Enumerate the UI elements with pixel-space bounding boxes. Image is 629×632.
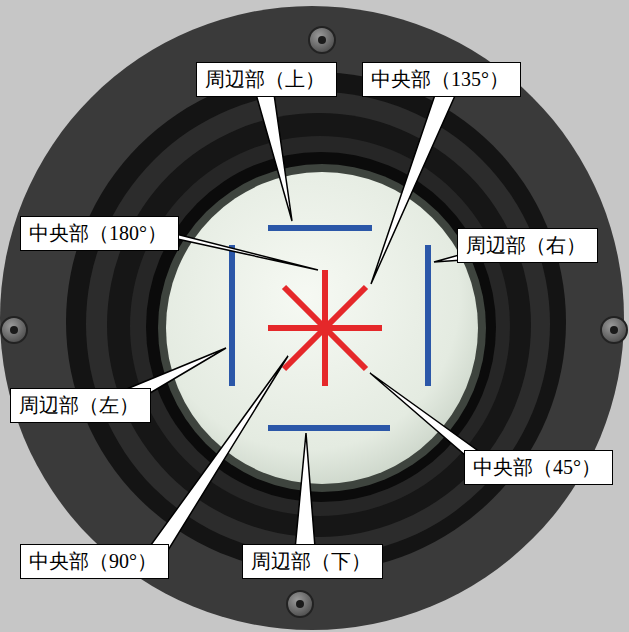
callout-label: 周辺部（左） (19, 393, 142, 417)
callout-label: 中央部（180°） (29, 221, 170, 245)
callout-label: 周辺部（下） (251, 549, 374, 573)
lens (166, 172, 478, 484)
screw-hole (10, 326, 18, 334)
screw (1, 317, 27, 343)
callout-box: 周辺部（左） (10, 388, 151, 423)
callout-label: 中央部（135°） (371, 67, 512, 91)
callout-label: 中央部（45°） (473, 455, 604, 479)
callout-box: 周辺部（下） (242, 544, 383, 579)
callout-box: 中央部（135°） (362, 62, 521, 97)
callout-box: 周辺部（右） (457, 228, 598, 263)
center-star (268, 270, 382, 386)
callout-tail (294, 433, 316, 560)
blue-mark (268, 225, 372, 231)
blue-mark (425, 245, 431, 386)
callout-box: 中央部（180°） (20, 216, 179, 251)
outer-ring (66, 72, 566, 572)
callout-tail (371, 80, 462, 284)
screw-hole (318, 36, 326, 44)
housing (0, 6, 624, 630)
inner-ring (146, 152, 496, 502)
screw (601, 317, 627, 343)
blue-mark (268, 425, 390, 431)
screw (309, 27, 335, 53)
screw-hole (296, 600, 304, 608)
callout-tails (100, 80, 520, 560)
callout-tail (140, 356, 288, 560)
lens-rim (158, 164, 486, 492)
screw (287, 591, 313, 617)
screw-hole (610, 326, 618, 334)
ring (130, 136, 510, 516)
callout-box: 中央部（45°） (464, 450, 613, 485)
callout-label: 周辺部（上） (205, 67, 328, 91)
screws (1, 27, 627, 617)
red-mark (284, 287, 366, 369)
callout-label: 中央部（90°） (29, 549, 160, 573)
callout-box: 周辺部（上） (196, 62, 337, 97)
callout-box: 中央部（90°） (20, 544, 169, 579)
blue-mark (229, 245, 235, 386)
red-mark (284, 287, 366, 369)
ring (86, 92, 550, 556)
callout-tail (252, 80, 292, 221)
callout-label: 周辺部（右） (466, 233, 589, 257)
